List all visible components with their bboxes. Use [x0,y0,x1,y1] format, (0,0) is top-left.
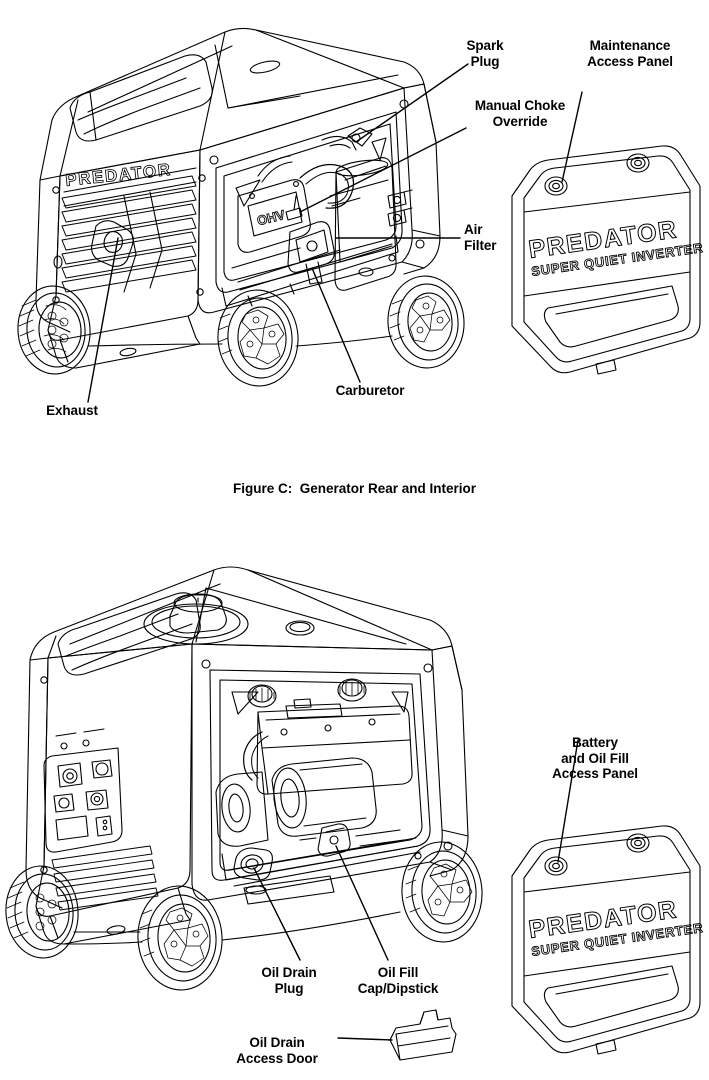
top-figure-drawing: PREDATOR [17,27,705,387]
label-oil-fill-cap-dipstick: Oil Fill Cap/Dipstick [357,965,439,996]
leader-spark-plug [355,63,469,143]
bottom-figure-drawing: PREDATOR SUPER QUIET INVERTER [5,566,705,1061]
svg-text:OHV: OHV [255,207,286,228]
label-manual-choke-override: Manual Choke Override [474,98,566,129]
leader-carburetor [311,267,361,383]
leader-manual-choke [299,127,467,213]
figure-caption: Figure C: Generator Rear and Interior [232,481,477,496]
leader-maintenance-panel [561,91,583,183]
bottom-figure-leaders [253,739,579,1041]
label-exhaust: Exhaust [46,403,98,418]
label-air-filter: Air Filter [464,222,497,253]
label-battery-and-oil-fill-access-panel: Battery and Oil Fill Access Panel [552,735,638,781]
label-spark-plug: Spark Plug [466,38,504,69]
leader-battery-oil-panel [557,739,579,863]
leader-exhaust [87,237,119,403]
oil-drain-access-door-part [389,1009,457,1061]
label-oil-drain-plug: Oil Drain Plug [261,965,317,996]
leader-oil-drain-plug [253,867,301,961]
top-figure-leaders [87,63,583,403]
label-oil-drain-access-door: Oil Drain Access Door [236,1035,318,1066]
leader-oil-fill-cap [335,845,389,961]
label-maintenance-access-panel: Maintenance Access Panel [587,38,673,69]
label-carburetor: Carburetor [335,383,405,398]
leader-oil-drain-door [337,1037,393,1041]
